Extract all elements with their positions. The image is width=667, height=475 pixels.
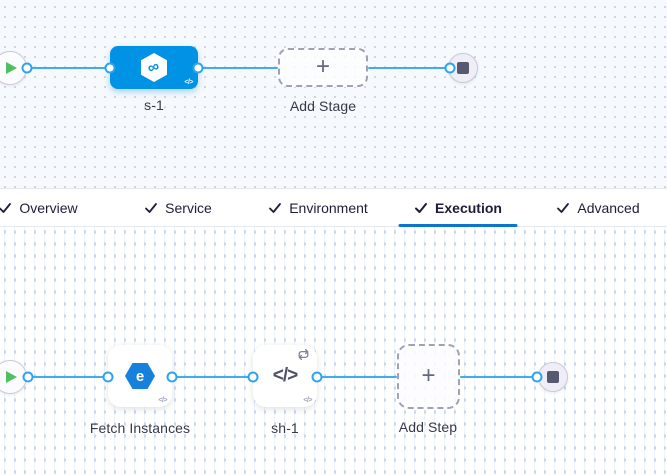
- play-icon: [6, 62, 17, 74]
- fetch-glyph: e: [135, 367, 145, 385]
- plus-icon: +: [315, 52, 330, 80]
- tab-label: Service: [165, 199, 212, 216]
- connector-port[interactable]: [21, 62, 33, 74]
- execution-end-node: [538, 362, 568, 392]
- check-icon: [0, 202, 12, 213]
- tab-row: Overview Service Environment Execution: [0, 189, 667, 227]
- connector-port[interactable]: [247, 371, 259, 383]
- infinity-glyph: ∞: [145, 57, 162, 77]
- connector-port[interactable]: [192, 62, 204, 74]
- edge-sh-to-addstep: [317, 376, 397, 378]
- deployment-stage-icon: ∞: [141, 53, 167, 82]
- connector-port[interactable]: [22, 371, 34, 383]
- fetch-instances-icon: e: [125, 363, 155, 389]
- edge-start-to-fetch: [28, 376, 108, 378]
- edge-addstage-to-end: [368, 67, 450, 69]
- connector-port[interactable]: [102, 371, 114, 383]
- step-node-sh-1[interactable]: </> </>: [253, 345, 317, 407]
- add-stage-button[interactable]: +: [278, 48, 368, 87]
- active-tab-underline: [398, 224, 518, 227]
- execution-graph-canvas: e </> Fetch Instances </> </> sh-1 + Add…: [0, 227, 667, 475]
- tab-environment[interactable]: Environment: [248, 189, 388, 226]
- edge-stage-to-addstage: [198, 67, 278, 69]
- code-view-icon: </>: [184, 79, 193, 86]
- tab-label: Overview: [19, 199, 78, 216]
- stage-graph-canvas: ∞ </> s-1 + Add Stage: [0, 0, 667, 188]
- plus-icon: +: [421, 361, 436, 389]
- add-step-label: Add Step: [398, 419, 458, 435]
- stop-icon: [457, 62, 469, 74]
- check-icon: [415, 202, 428, 213]
- edge-start-to-stage: [27, 67, 110, 69]
- looping-strategy-icon: [298, 348, 309, 361]
- code-view-icon: </>: [303, 397, 312, 404]
- stage-label: s-1: [144, 97, 164, 113]
- step-label: Fetch Instances: [89, 420, 191, 436]
- edge-fetch-to-sh: [172, 376, 253, 378]
- tab-overview[interactable]: Overview: [0, 189, 108, 226]
- connector-port[interactable]: [166, 371, 178, 383]
- stage-node-s-1[interactable]: ∞ </>: [110, 46, 198, 89]
- check-icon: [269, 202, 282, 213]
- step-node-fetch-instances[interactable]: e </>: [108, 345, 172, 407]
- stage-config-tab-bar: Overview Service Environment Execution: [0, 188, 667, 227]
- stop-icon: [547, 371, 559, 383]
- tab-advanced[interactable]: Advanced: [528, 189, 667, 226]
- connector-port[interactable]: [444, 62, 456, 74]
- tab-label: Environment: [289, 199, 368, 216]
- tab-label: Advanced: [577, 199, 640, 216]
- shell-script-icon: </>: [272, 365, 299, 386]
- code-view-icon: </>: [158, 397, 167, 404]
- check-icon: [557, 202, 570, 213]
- step-label: sh-1: [271, 420, 299, 436]
- connector-port[interactable]: [311, 371, 323, 383]
- tab-label: Execution: [435, 199, 502, 216]
- add-step-button[interactable]: +: [397, 344, 460, 409]
- connector-port[interactable]: [531, 371, 543, 383]
- edge-addstep-to-end: [460, 376, 537, 378]
- tab-service[interactable]: Service: [108, 189, 248, 226]
- check-icon: [145, 202, 158, 213]
- connector-port[interactable]: [104, 62, 116, 74]
- play-icon: [6, 371, 17, 383]
- tab-execution[interactable]: Execution: [388, 189, 528, 227]
- add-stage-label: Add Stage: [289, 98, 357, 114]
